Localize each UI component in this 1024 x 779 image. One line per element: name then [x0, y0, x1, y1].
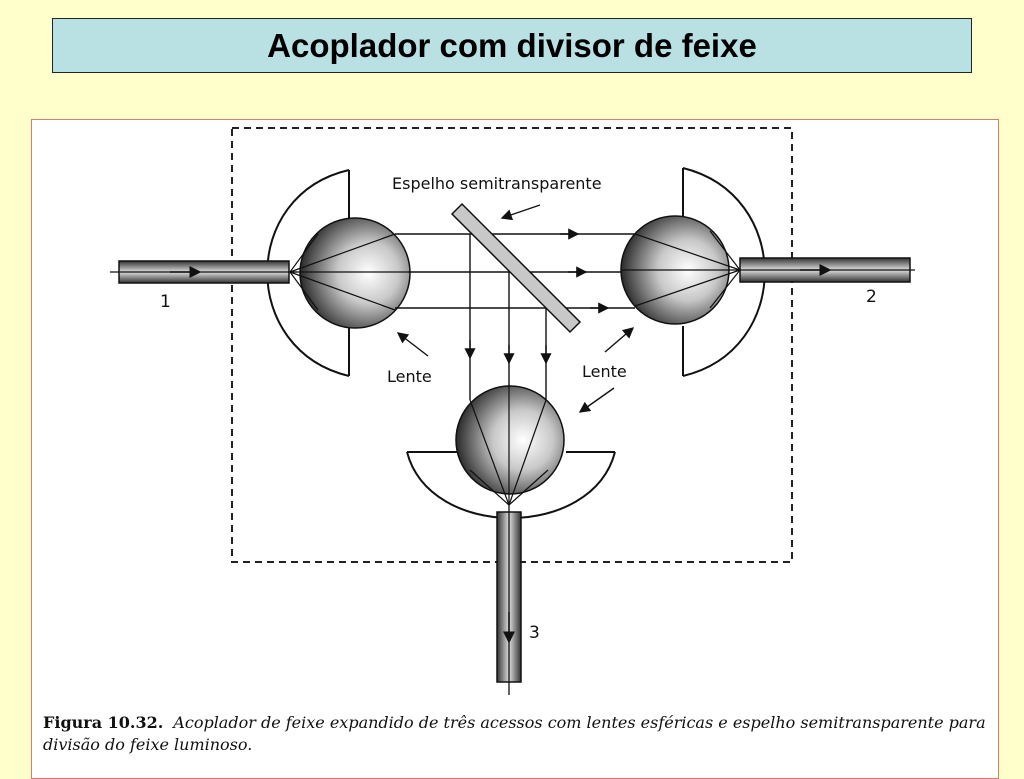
- mirror-pointer-arrow: [500, 204, 541, 221]
- slide-title-box: Acoplador com divisor de feixe: [52, 18, 972, 73]
- port-3-label: 3: [529, 623, 540, 643]
- left-lens-pointer-arrow: [396, 332, 429, 357]
- right-lens-label: Lente: [582, 362, 627, 381]
- figure-number: Figura 10.32.: [43, 713, 164, 732]
- semitransparent-mirror: [450, 202, 582, 334]
- left-ball-lens: [299, 217, 411, 329]
- mirror-label: Espelho semitransparente: [392, 174, 602, 193]
- port-2-label: 2: [866, 287, 877, 307]
- bottom-ball-lens: [455, 385, 565, 495]
- left-lens-rays: [289, 233, 408, 311]
- right-lens-rays: [622, 230, 741, 309]
- figure-caption: Figura 10.32.Acoplador de feixe expandid…: [43, 712, 988, 756]
- bottom-lens-rays: [469, 387, 549, 506]
- slide-title: Acoplador com divisor de feixe: [267, 26, 757, 64]
- beam-arrows-vertical: [464, 340, 552, 365]
- bottom-lens-pointer-arrow: [578, 387, 615, 413]
- right-lens-pointer-arrow: [604, 327, 635, 353]
- port-1-label: 1: [160, 292, 171, 312]
- figure-caption-text: Acoplador de feixe expandido de três ace…: [43, 713, 986, 754]
- beam-arrows-horizontal: [560, 228, 610, 314]
- left-lens-label: Lente: [387, 367, 432, 386]
